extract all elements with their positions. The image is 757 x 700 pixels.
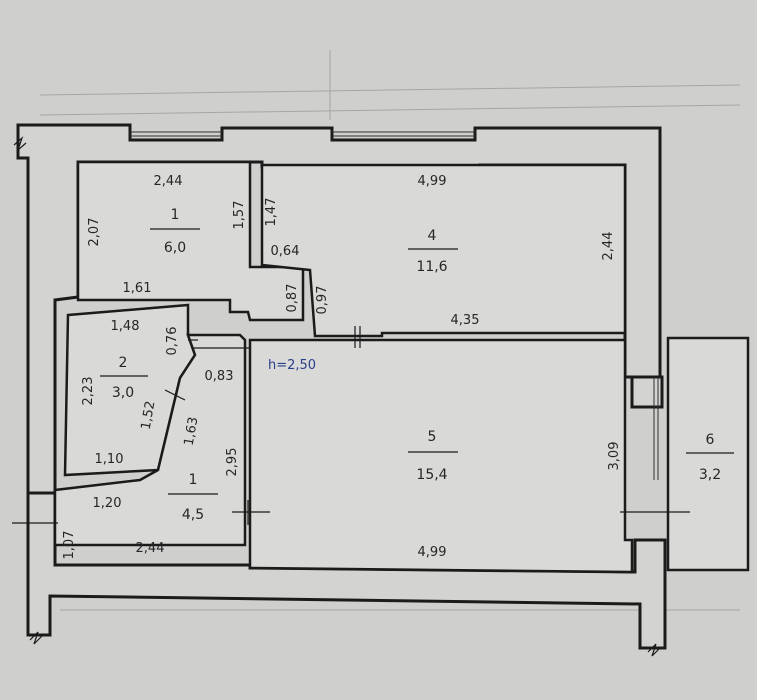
room-3-area: 6,0 [164,240,186,256]
dim-corr-083: 0,83 [205,369,234,384]
dim-r1-left: 1,07 [62,531,77,560]
room-6-number: 6 [706,432,715,448]
room-5-area: 15,4 [416,467,447,483]
room-4 [260,163,627,338]
dim-r3-top: 2,44 [154,174,183,189]
room-3-number: 1 [171,207,180,223]
room-labels: 1 6,0 4 11,6 2 3,0 1 4,5 5 15,4 6 3,2 [100,207,734,523]
dim-corr-163: 1,63 [182,416,202,447]
dim-r1-bottom: 2,44 [136,541,165,556]
dim-r5-right: 3,09 [607,442,622,471]
room-1-number: 1 [189,472,198,488]
dim-r2-top: 1,48 [111,319,140,334]
door-openings [12,326,690,525]
windows [130,131,659,480]
rooms [53,160,750,574]
room-2-area: 3,0 [112,385,134,401]
dim-corr-295: 2,95 [225,448,240,477]
room-4-area: 11,6 [416,259,447,275]
room-4-number: 4 [428,228,437,244]
dim-r2-left: 2,23 [81,377,96,406]
dim-r4-top: 4,99 [418,174,447,189]
dim-r5-bottom: 4,99 [418,545,447,560]
dim-r4-right: 2,44 [601,232,616,261]
dim-r3-bottom: 1,61 [123,281,152,296]
dim-r1-top: 1,20 [93,496,122,511]
room-1-corridor [53,333,247,547]
room-1-area: 4,5 [182,507,204,523]
dim-r2-right-top: 0,76 [165,327,180,356]
dim-r4-inner: 0,64 [271,244,300,259]
dim-r2-bottom: 1,10 [95,452,124,467]
room-5-number: 5 [428,429,437,445]
room-5 [248,338,634,574]
room-3 [76,160,305,322]
room-6-area: 3,2 [699,467,721,483]
dim-r3-left: 2,07 [87,218,102,247]
dim-corr-087: 0,87 [285,284,300,313]
dim-corr-097: 0,97 [315,286,330,315]
dim-r2-diag: 1,52 [139,400,159,431]
room-2-number: 2 [119,355,128,371]
ceiling-height-label: h=2,50 [268,358,316,373]
break-marks [13,136,661,657]
dim-r3-right: 1,57 [232,201,247,230]
dimension-labels: 2,44 2,07 1,57 1,61 4,99 1,47 0,64 2,44 … [62,174,622,560]
room-6-balcony [666,336,750,572]
paper-background [39,50,741,611]
dim-r4-left-upper: 1,47 [264,198,279,227]
dim-r4-bottom: 4,35 [451,313,480,328]
